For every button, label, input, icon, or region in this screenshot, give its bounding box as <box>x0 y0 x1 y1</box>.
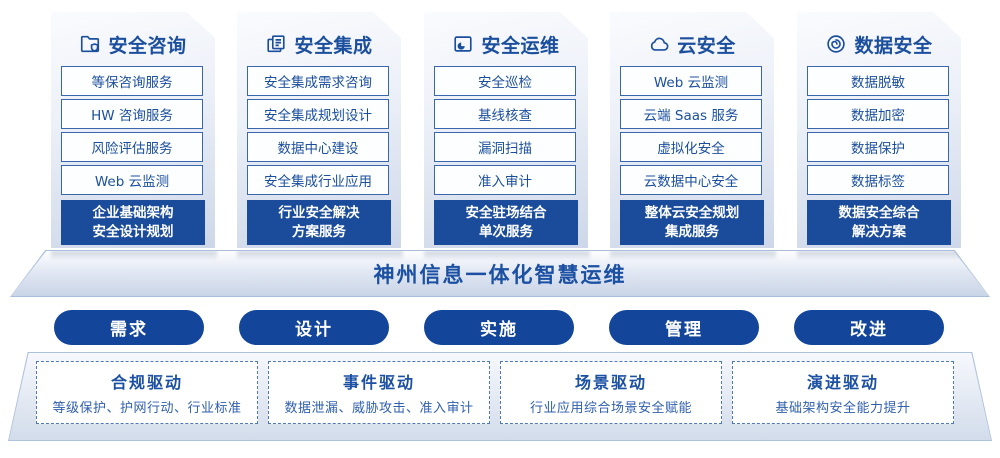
service-item: Web 云监测 <box>61 165 203 195</box>
card-footer-line: 行业安全解决 <box>278 204 360 221</box>
phase-pill-design: 设计 <box>239 310 389 345</box>
card-header: 安全集成 <box>237 30 401 58</box>
folder-pie-icon <box>452 33 474 55</box>
card-footer-line: 方案服务 <box>292 223 346 240</box>
service-item: 数据脱敏 <box>807 66 949 96</box>
card-footer-line: 整体云安全规划 <box>644 204 740 221</box>
card-header: 安全运维 <box>424 30 588 58</box>
card-shadow <box>51 251 217 260</box>
service-card-data: 数据安全 数据脱敏 数据加密 数据保护 数据标签 数据安全综合 解决方案 <box>797 12 961 248</box>
banner-title: 神州信息一体化智慧运维 <box>373 262 627 287</box>
phase-pill-demand: 需求 <box>54 310 204 345</box>
phase-pill-improvement: 改进 <box>794 310 944 345</box>
service-card-cloud: 云安全 Web 云监测 云端 Saas 服务 虚拟化安全 云数据中心安全 整体云… <box>610 12 774 248</box>
service-item: 云端 Saas 服务 <box>620 99 762 129</box>
driver-title: 合规驱动 <box>110 373 183 392</box>
card-footer: 行业安全解决 方案服务 <box>247 200 391 245</box>
driver-desc: 基础架构安全能力提升 <box>775 401 911 416</box>
card-footer: 数据安全综合 解决方案 <box>807 200 951 245</box>
card-title: 数据安全 <box>854 34 933 57</box>
card-shadow <box>424 251 590 260</box>
platform-banner-face: 神州信息一体化智慧运维 <box>11 251 989 296</box>
service-item: 安全巡检 <box>434 66 576 96</box>
card-footer: 企业基础架构 安全设计规划 <box>61 200 205 245</box>
driver-title: 场景驱动 <box>574 373 647 392</box>
card-footer-line: 安全设计规划 <box>92 223 174 240</box>
driver-box-incident: 事件驱动 数据泄漏、威胁攻击、准入审计 <box>268 361 490 424</box>
card-footer-line: 集成服务 <box>665 223 719 240</box>
service-item: 安全集成需求咨询 <box>247 66 389 96</box>
service-card-operations: 安全运维 安全巡检 基线核查 漏洞扫描 准入审计 安全驻场结合 单次服务 <box>424 12 588 248</box>
phase-pill-implementation: 实施 <box>424 310 574 345</box>
card-footer-line: 企业基础架构 <box>92 204 174 221</box>
card-header: 安全咨询 <box>51 30 215 58</box>
folder-shield-icon <box>79 33 101 55</box>
service-item: 风险评估服务 <box>61 132 203 162</box>
service-card-integration: 安全集成 安全集成需求咨询 安全集成规划设计 数据中心建设 安全集成行业应用 行… <box>237 12 401 248</box>
service-item: 数据加密 <box>807 99 949 129</box>
documents-icon <box>265 33 287 55</box>
service-item: 数据保护 <box>807 132 949 162</box>
card-footer: 整体云安全规划 集成服务 <box>620 200 764 245</box>
driver-box-evolution: 演进驱动 基础架构安全能力提升 <box>732 361 954 424</box>
card-shadow <box>797 251 963 260</box>
card-title: 安全运维 <box>481 34 560 57</box>
driver-title: 演进驱动 <box>806 373 879 392</box>
service-item: 基线核查 <box>434 99 576 129</box>
platform-banner: 神州信息一体化智慧运维 <box>10 250 990 297</box>
service-item: 数据标签 <box>807 165 949 195</box>
driver-desc: 等级保护、护网行动、行业标准 <box>52 401 242 416</box>
service-item: 云数据中心安全 <box>620 165 762 195</box>
service-item: 准入审计 <box>434 165 576 195</box>
card-footer: 安全驻场结合 单次服务 <box>434 200 578 245</box>
card-shadow <box>610 251 776 260</box>
card-header: 云安全 <box>610 30 774 58</box>
phase-pill-management: 管理 <box>609 310 759 345</box>
card-footer-line: 单次服务 <box>479 223 533 240</box>
card-title: 安全集成 <box>294 34 373 57</box>
driver-box-scenario: 场景驱动 行业应用综合场景安全赋能 <box>500 361 722 424</box>
service-item: 漏洞扫描 <box>434 132 576 162</box>
service-item: 安全集成规划设计 <box>247 99 389 129</box>
service-item: 等保咨询服务 <box>61 66 203 96</box>
service-item: 安全集成行业应用 <box>247 165 389 195</box>
service-item: Web 云监测 <box>620 66 762 96</box>
card-title: 安全咨询 <box>108 34 187 57</box>
card-header: 数据安全 <box>797 30 961 58</box>
card-footer-line: 数据安全综合 <box>838 204 920 221</box>
card-footer-line: 解决方案 <box>852 223 906 240</box>
fingerprint-icon <box>825 33 847 55</box>
driver-desc: 数据泄漏、威胁攻击、准入审计 <box>284 401 474 416</box>
card-shadow <box>237 251 403 260</box>
service-item: 虚拟化安全 <box>620 132 762 162</box>
card-title: 云安全 <box>677 34 736 57</box>
driver-title: 事件驱动 <box>342 373 415 392</box>
service-item: 数据中心建设 <box>247 132 389 162</box>
driver-desc: 行业应用综合场景安全赋能 <box>529 401 692 416</box>
service-item: HW 咨询服务 <box>61 99 203 129</box>
cloud-icon <box>648 33 670 55</box>
service-card-consulting: 安全咨询 等保咨询服务 HW 咨询服务 风险评估服务 Web 云监测 企业基础架… <box>51 12 215 248</box>
card-footer-line: 安全驻场结合 <box>465 204 547 221</box>
driver-box-compliance: 合规驱动 等级保护、护网行动、行业标准 <box>36 361 258 424</box>
